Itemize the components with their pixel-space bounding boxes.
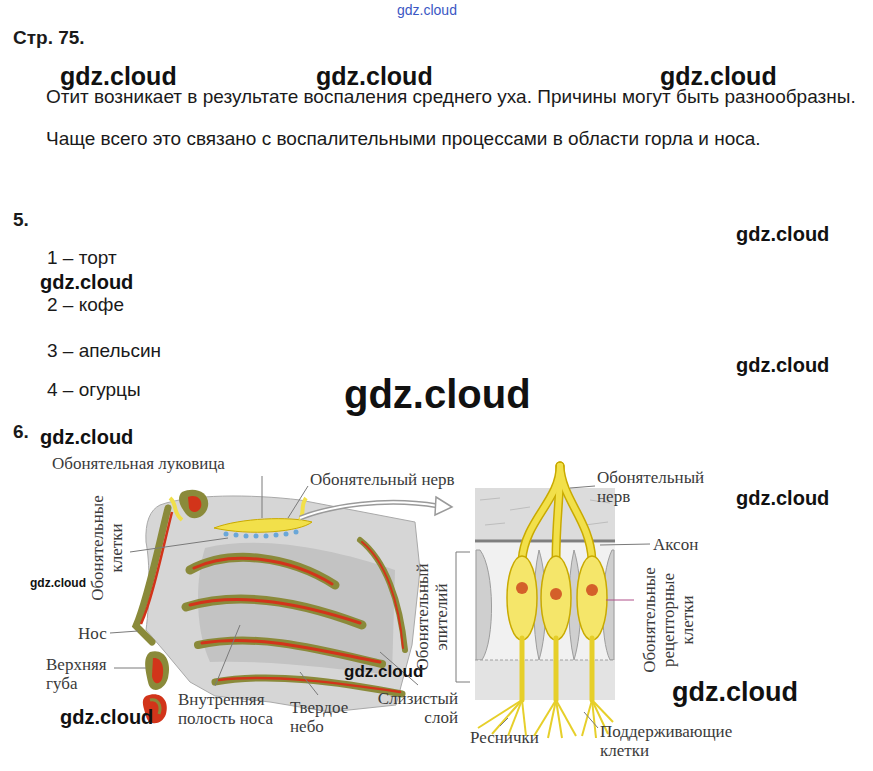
figure-label: Аксон	[653, 535, 698, 554]
sinus-red	[188, 496, 201, 512]
upper-lip	[145, 651, 169, 690]
task-number: 6.	[13, 411, 29, 453]
watermark: gdz.cloud	[40, 270, 133, 294]
watermark: gdz.cloud	[736, 486, 829, 510]
watermark: gdz.cloud	[344, 370, 531, 418]
leader-lines-right	[456, 486, 650, 728]
watermark: gdz.cloud	[736, 222, 829, 246]
sinus	[179, 490, 208, 518]
nose-bridge-red	[141, 512, 172, 624]
figure-label: Слизистый слой	[362, 689, 458, 727]
figure-label: Обонятельный нерв	[597, 468, 737, 506]
answer-text: Отит возникает в результате воспаления с…	[46, 76, 858, 160]
receptor-cells	[507, 556, 607, 640]
watermark: gdz.cloud	[40, 425, 133, 449]
magnify-arrow	[300, 502, 438, 518]
figure-label: Твердое небо	[290, 698, 362, 736]
figure-label: Верхняя губа	[46, 655, 118, 693]
receptor-dots	[224, 530, 299, 539]
magnify-arrow-inner	[300, 502, 438, 518]
watermark: gdz.cloud	[736, 353, 829, 377]
figure-label: Обонятельные рецепторные клетки	[640, 564, 697, 676]
basal-membrane	[475, 540, 615, 543]
figure-label: Нос	[78, 624, 107, 643]
figure-label: Обонятельный нерв	[310, 470, 455, 489]
watermark: gdz.cloud	[60, 705, 153, 729]
nerve-squiggle	[170, 498, 182, 520]
watermark: gdz.cloud	[672, 676, 798, 708]
figure-label: Поддерживающие клетки	[600, 722, 750, 760]
watermark: gdz.cloud	[397, 2, 457, 19]
list-item: 3 – апельсин	[47, 330, 161, 372]
watermark: gdz.cloud	[344, 662, 423, 682]
receptor-leader	[606, 600, 634, 601]
page-number: Стр. 75.	[13, 17, 85, 59]
figure-label: Внутренняя полость носа	[178, 690, 274, 728]
nuclei	[516, 582, 598, 600]
watermark: gdz.cloud	[30, 576, 86, 590]
arrow-head	[435, 497, 452, 515]
figure-label: Обонятельный эпителий	[413, 557, 451, 677]
list-item: 2 – кофе	[47, 284, 124, 326]
figure-label: Реснички	[470, 728, 539, 747]
axons	[522, 466, 592, 560]
figure-label: Обонятельные клетки	[88, 488, 126, 608]
dendrites	[522, 638, 592, 700]
figure-label: Обонятельная луковица	[52, 454, 225, 473]
list-item: 4 – огурцы	[47, 369, 141, 411]
upper-lip-red	[152, 658, 163, 683]
task-number: 5.	[13, 199, 29, 241]
